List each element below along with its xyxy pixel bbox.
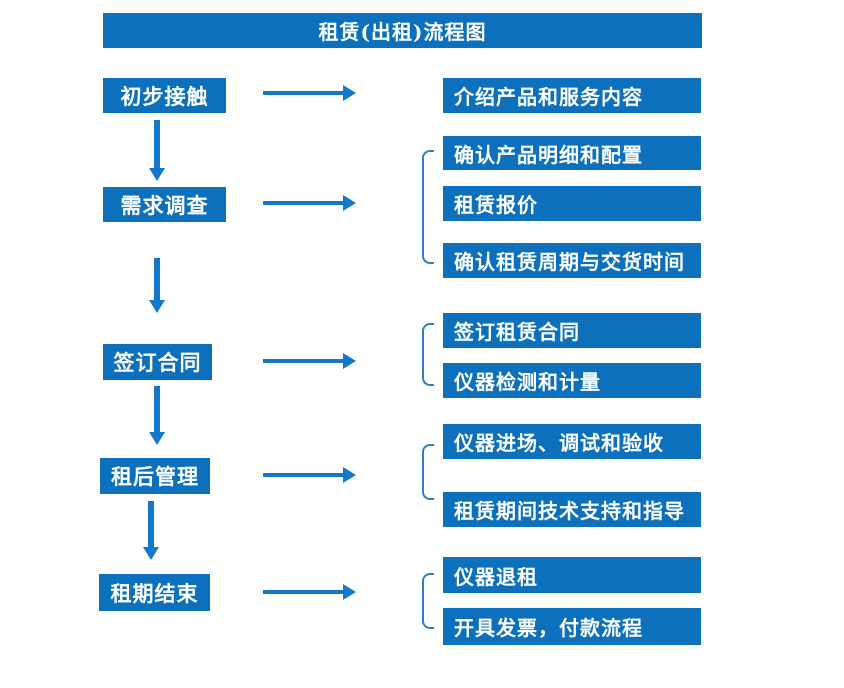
detail-box-technical-support: 租赁期间技术支持和指导 [443, 492, 701, 527]
detail-box-instrument-return: 仪器退租 [443, 557, 701, 593]
down-arrow-icon-1 [149, 120, 165, 181]
detail-box-confirm-product-config: 确认产品明细和配置 [443, 136, 701, 170]
right-arrow-icon-3 [263, 353, 356, 369]
down-arrow-icon-4 [143, 501, 159, 560]
step-box-sign-contract: 签订合同 [103, 344, 212, 380]
step-box-post-rental-management: 租后管理 [100, 458, 210, 494]
down-arrow-icon-2 [149, 258, 165, 313]
bracket-icon-demand-survey [422, 150, 434, 264]
detail-box-sign-rental-contract: 签订租赁合同 [443, 313, 701, 348]
right-arrow-icon-1 [263, 85, 356, 101]
detail-box-rental-quote: 租赁报价 [443, 186, 701, 221]
right-arrow-icon-2 [263, 195, 356, 211]
bracket-icon-post-rental [422, 444, 434, 500]
detail-box-instrument-testing: 仪器检测和计量 [443, 363, 701, 398]
right-arrow-icon-5 [263, 584, 356, 600]
detail-box-instrument-setup-acceptance: 仪器进场、调试和验收 [443, 424, 701, 459]
detail-box-confirm-period-delivery: 确认租赁周期与交货时间 [443, 243, 701, 278]
detail-box-invoice-payment: 开具发票，付款流程 [443, 608, 701, 645]
step-box-demand-survey: 需求调查 [103, 187, 226, 222]
right-arrow-icon-4 [263, 467, 356, 483]
step-box-rental-end: 租期结束 [99, 574, 210, 611]
bracket-icon-sign-contract [422, 323, 434, 386]
down-arrow-icon-3 [149, 386, 165, 445]
bracket-icon-rental-end [422, 573, 434, 629]
step-box-initial-contact: 初步接触 [103, 78, 226, 113]
diagram-title: 租赁(出租)流程图 [103, 13, 702, 48]
detail-box-introduce-products: 介绍产品和服务内容 [443, 78, 701, 113]
